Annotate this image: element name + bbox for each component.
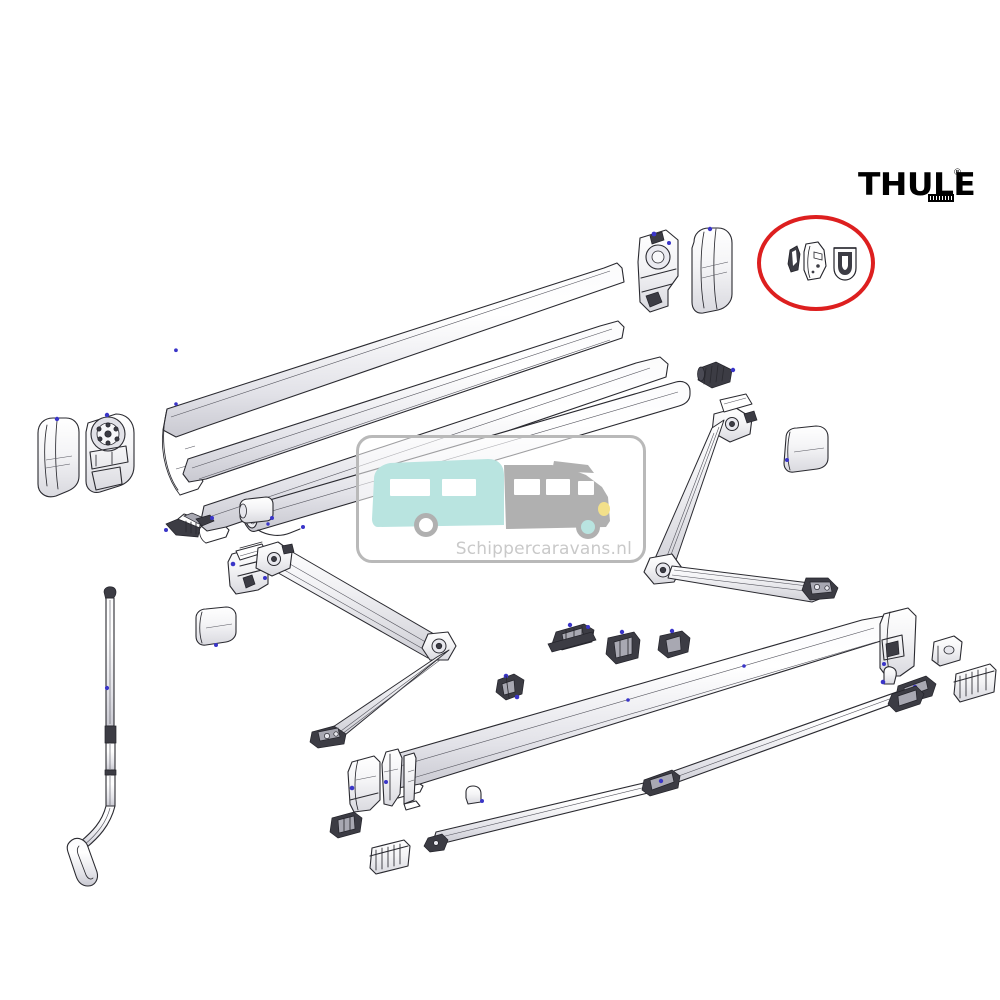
part-corner-gusset-plate [195, 606, 237, 647]
part-crank-handle-hook-tip [103, 586, 117, 601]
part-left-end-cap [37, 416, 80, 498]
part-lead-rail-end-cap-right [347, 755, 381, 813]
part-right-clip-small [880, 666, 897, 685]
part-mounting-clip-a [547, 622, 597, 653]
part-corner-plate [403, 752, 421, 811]
part-gearbox-drive-unit [85, 412, 135, 493]
part-right-wall-mount-bracket [637, 229, 679, 313]
part-right-small-block [931, 635, 963, 667]
part-small-roller-bushing [239, 496, 274, 524]
part-crank-handle-rod [66, 586, 117, 887]
part-right-end-bracket [879, 607, 917, 677]
part-motor-shaft-coupling [164, 512, 215, 538]
part-fabric-roller-tube [243, 380, 691, 536]
part-right-arm-foot [801, 577, 839, 601]
part-arm-shoulder-joint-left [255, 541, 295, 577]
part-mounting-clip-c [657, 628, 691, 659]
highlight-part-end-cap [803, 241, 827, 281]
part-lead-rail-clip [465, 785, 484, 805]
part-left-articulated-arm [255, 541, 457, 749]
part-rafter-clamp-mid [641, 769, 681, 797]
highlight-part-small-wedge [787, 245, 801, 273]
thule-logo-text: THULE [858, 167, 976, 203]
part-arm-shoulder-joint-right [711, 393, 758, 443]
part-mounting-clip-d [495, 673, 525, 701]
highlight-circle [757, 215, 875, 311]
part-arm-cover-cap [783, 425, 829, 473]
part-lead-rail-end-cap-left [381, 748, 403, 807]
part-slider-block [329, 811, 363, 839]
part-fabric-retainer-strip [369, 839, 411, 875]
highlight-part-bracket [833, 247, 857, 281]
part-right-articulated-arm [643, 393, 839, 603]
highlighted-parts [787, 241, 857, 281]
part-mounting-clip-b [605, 629, 641, 665]
thule-logo-underblock [928, 194, 954, 202]
part-left-arm-foot [309, 725, 347, 749]
registered-mark: ® [953, 168, 962, 178]
part-right-retainer-strip [953, 663, 997, 703]
part-rafter-left-tip [423, 833, 449, 853]
part-crank-handle-loop-grip [66, 837, 99, 887]
thule-logo: THULE ® [858, 168, 976, 212]
part-arm-elbow-joint [421, 631, 457, 661]
part-cassette-top-cover-profile [161, 262, 625, 496]
part-pole-end-fitting [887, 685, 925, 713]
part-bracket-cover-cap [691, 226, 733, 314]
part-arm-drive-coupling [697, 361, 736, 389]
part-cassette-front-profile [182, 320, 625, 483]
